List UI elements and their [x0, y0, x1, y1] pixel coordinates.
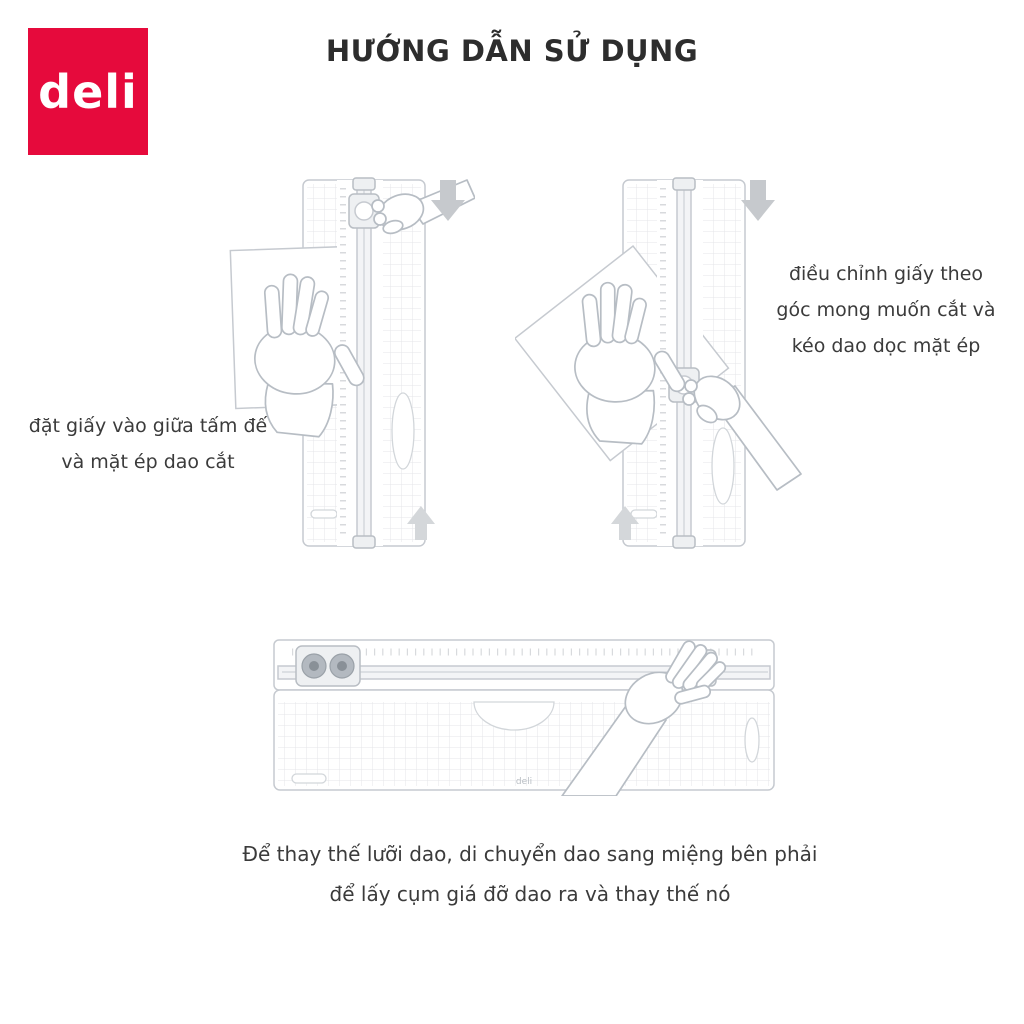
illustration-step-3: deli [273, 639, 775, 796]
illustration-step-1 [229, 177, 475, 549]
device-mark: deli [516, 777, 532, 787]
base-slot [310, 509, 338, 519]
step-1-caption: đặt giấy vào giữa tấm đế và mặt ép dao c… [14, 408, 282, 480]
page-title: HƯỚNG DẪN SỬ DỤNG [325, 34, 699, 68]
handle-slot [744, 717, 760, 763]
gripping-hand-icon [682, 375, 802, 491]
arrow-up-icon [407, 506, 435, 540]
caption-line: góc mong muốn cắt và [776, 299, 996, 321]
handle-slot [391, 392, 415, 470]
caption-line: Để thay thế lưỡi dao, di chuyển dao sang… [242, 842, 818, 866]
trimmer-base: deli [273, 689, 775, 791]
arrow-down-icon [431, 180, 465, 221]
caption-line: đặt giấy vào giữa tấm đế [28, 415, 268, 437]
base-slot [291, 773, 327, 784]
step-2-caption: điều chỉnh giấy theo góc mong muốn cắt v… [764, 256, 1008, 364]
caption-line: điều chỉnh giấy theo [788, 263, 984, 285]
arrow-down-icon [741, 180, 775, 221]
caption-line: và mặt ép dao cắt [61, 451, 235, 473]
deli-logo: deli [28, 28, 148, 155]
pulling-hand-icon [561, 640, 727, 796]
step-3-caption: Để thay thế lưỡi dao, di chuyển dao sang… [112, 834, 948, 914]
blade-carriage-left [295, 645, 361, 687]
center-notch [473, 701, 555, 731]
base-slot [630, 509, 658, 519]
caption-line: để lấy cụm giá đỡ dao ra và thay thế nó [329, 882, 731, 906]
arrow-up-icon [611, 506, 639, 540]
handle-slot [711, 427, 735, 505]
caption-line: kéo dao dọc mặt ép [791, 335, 981, 357]
deli-logo-text: deli [38, 64, 138, 119]
illustration-step-2 [515, 177, 802, 549]
